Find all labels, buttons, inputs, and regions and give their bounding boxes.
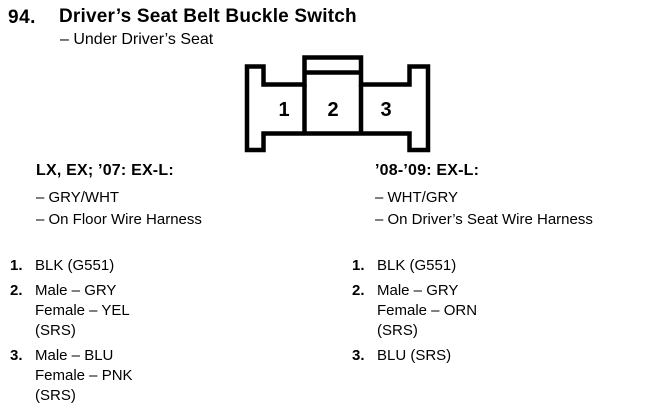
pinout-list-right: 1. BLK (G551) 2. Male – GRY Female – ORN…: [352, 256, 477, 371]
pin-row-text: BLU (SRS): [377, 347, 452, 364]
pin-row: 3. Male – BLU Female – PNK (SRS): [10, 346, 133, 406]
pin-row-text: BLK (G551): [377, 257, 457, 274]
variant-right-header: ’08-’09: EX-L:: [375, 162, 480, 179]
pin-row: 1. BLK (G551): [352, 256, 477, 276]
pin-row-text: (SRS): [35, 387, 76, 404]
figure-title: Driver’s Seat Belt Buckle Switch: [59, 6, 357, 27]
pin-row: 2. Male – GRY Female – YEL (SRS): [10, 281, 133, 341]
pin-1-label: 1: [278, 99, 289, 121]
variant-right-harness: – On Driver’s Seat Wire Harness: [375, 211, 593, 228]
variant-left: LX, EX; ’07: EX-L: – GRY/WHT – On Floor …: [36, 162, 346, 231]
pin-row-number: 1.: [352, 257, 365, 274]
pin-row-text: (SRS): [35, 322, 76, 339]
variant-right-wire-color: – WHT/GRY: [375, 189, 459, 206]
connector-diagram: 1 2 3: [244, 55, 431, 153]
pin-row: 2. Male – GRY Female – ORN (SRS): [352, 281, 477, 341]
pin-row-text: Male – GRY: [377, 282, 459, 299]
figure-number: 94.: [8, 7, 36, 28]
pin-row-number: 1.: [10, 257, 23, 274]
variant-right: ’08-’09: EX-L: – WHT/GRY – On Driver’s S…: [375, 162, 672, 231]
pin-row-number: 2.: [10, 282, 23, 299]
pin-row-text: Male – GRY: [35, 282, 117, 299]
pin-row-text: Male – BLU: [35, 347, 114, 364]
pin-row: 3. BLU (SRS): [352, 346, 477, 366]
figure-subtitle: – Under Driver’s Seat: [60, 31, 214, 48]
pin-row-text: Female – YEL: [35, 302, 130, 319]
pin-row-text: Female – PNK: [35, 367, 133, 384]
pin-3-label: 3: [380, 99, 391, 121]
pin-row: 1. BLK (G551): [10, 256, 133, 276]
pin-row-number: 2.: [352, 282, 365, 299]
pin-row-text: (SRS): [377, 322, 418, 339]
variant-left-wire-color: – GRY/WHT: [36, 189, 120, 206]
variant-left-harness: – On Floor Wire Harness: [36, 211, 202, 228]
variant-left-header: LX, EX; ’07: EX-L:: [36, 162, 174, 179]
pinout-list-left: 1. BLK (G551) 2. Male – GRY Female – YEL…: [10, 256, 133, 410]
pin-2-label: 2: [327, 99, 338, 121]
connector-outline: [244, 55, 431, 153]
pin-row-number: 3.: [352, 347, 365, 364]
pin-row-number: 3.: [10, 347, 23, 364]
pin-row-text: Female – ORN: [377, 302, 478, 319]
pin-row-text: BLK (G551): [35, 257, 115, 274]
